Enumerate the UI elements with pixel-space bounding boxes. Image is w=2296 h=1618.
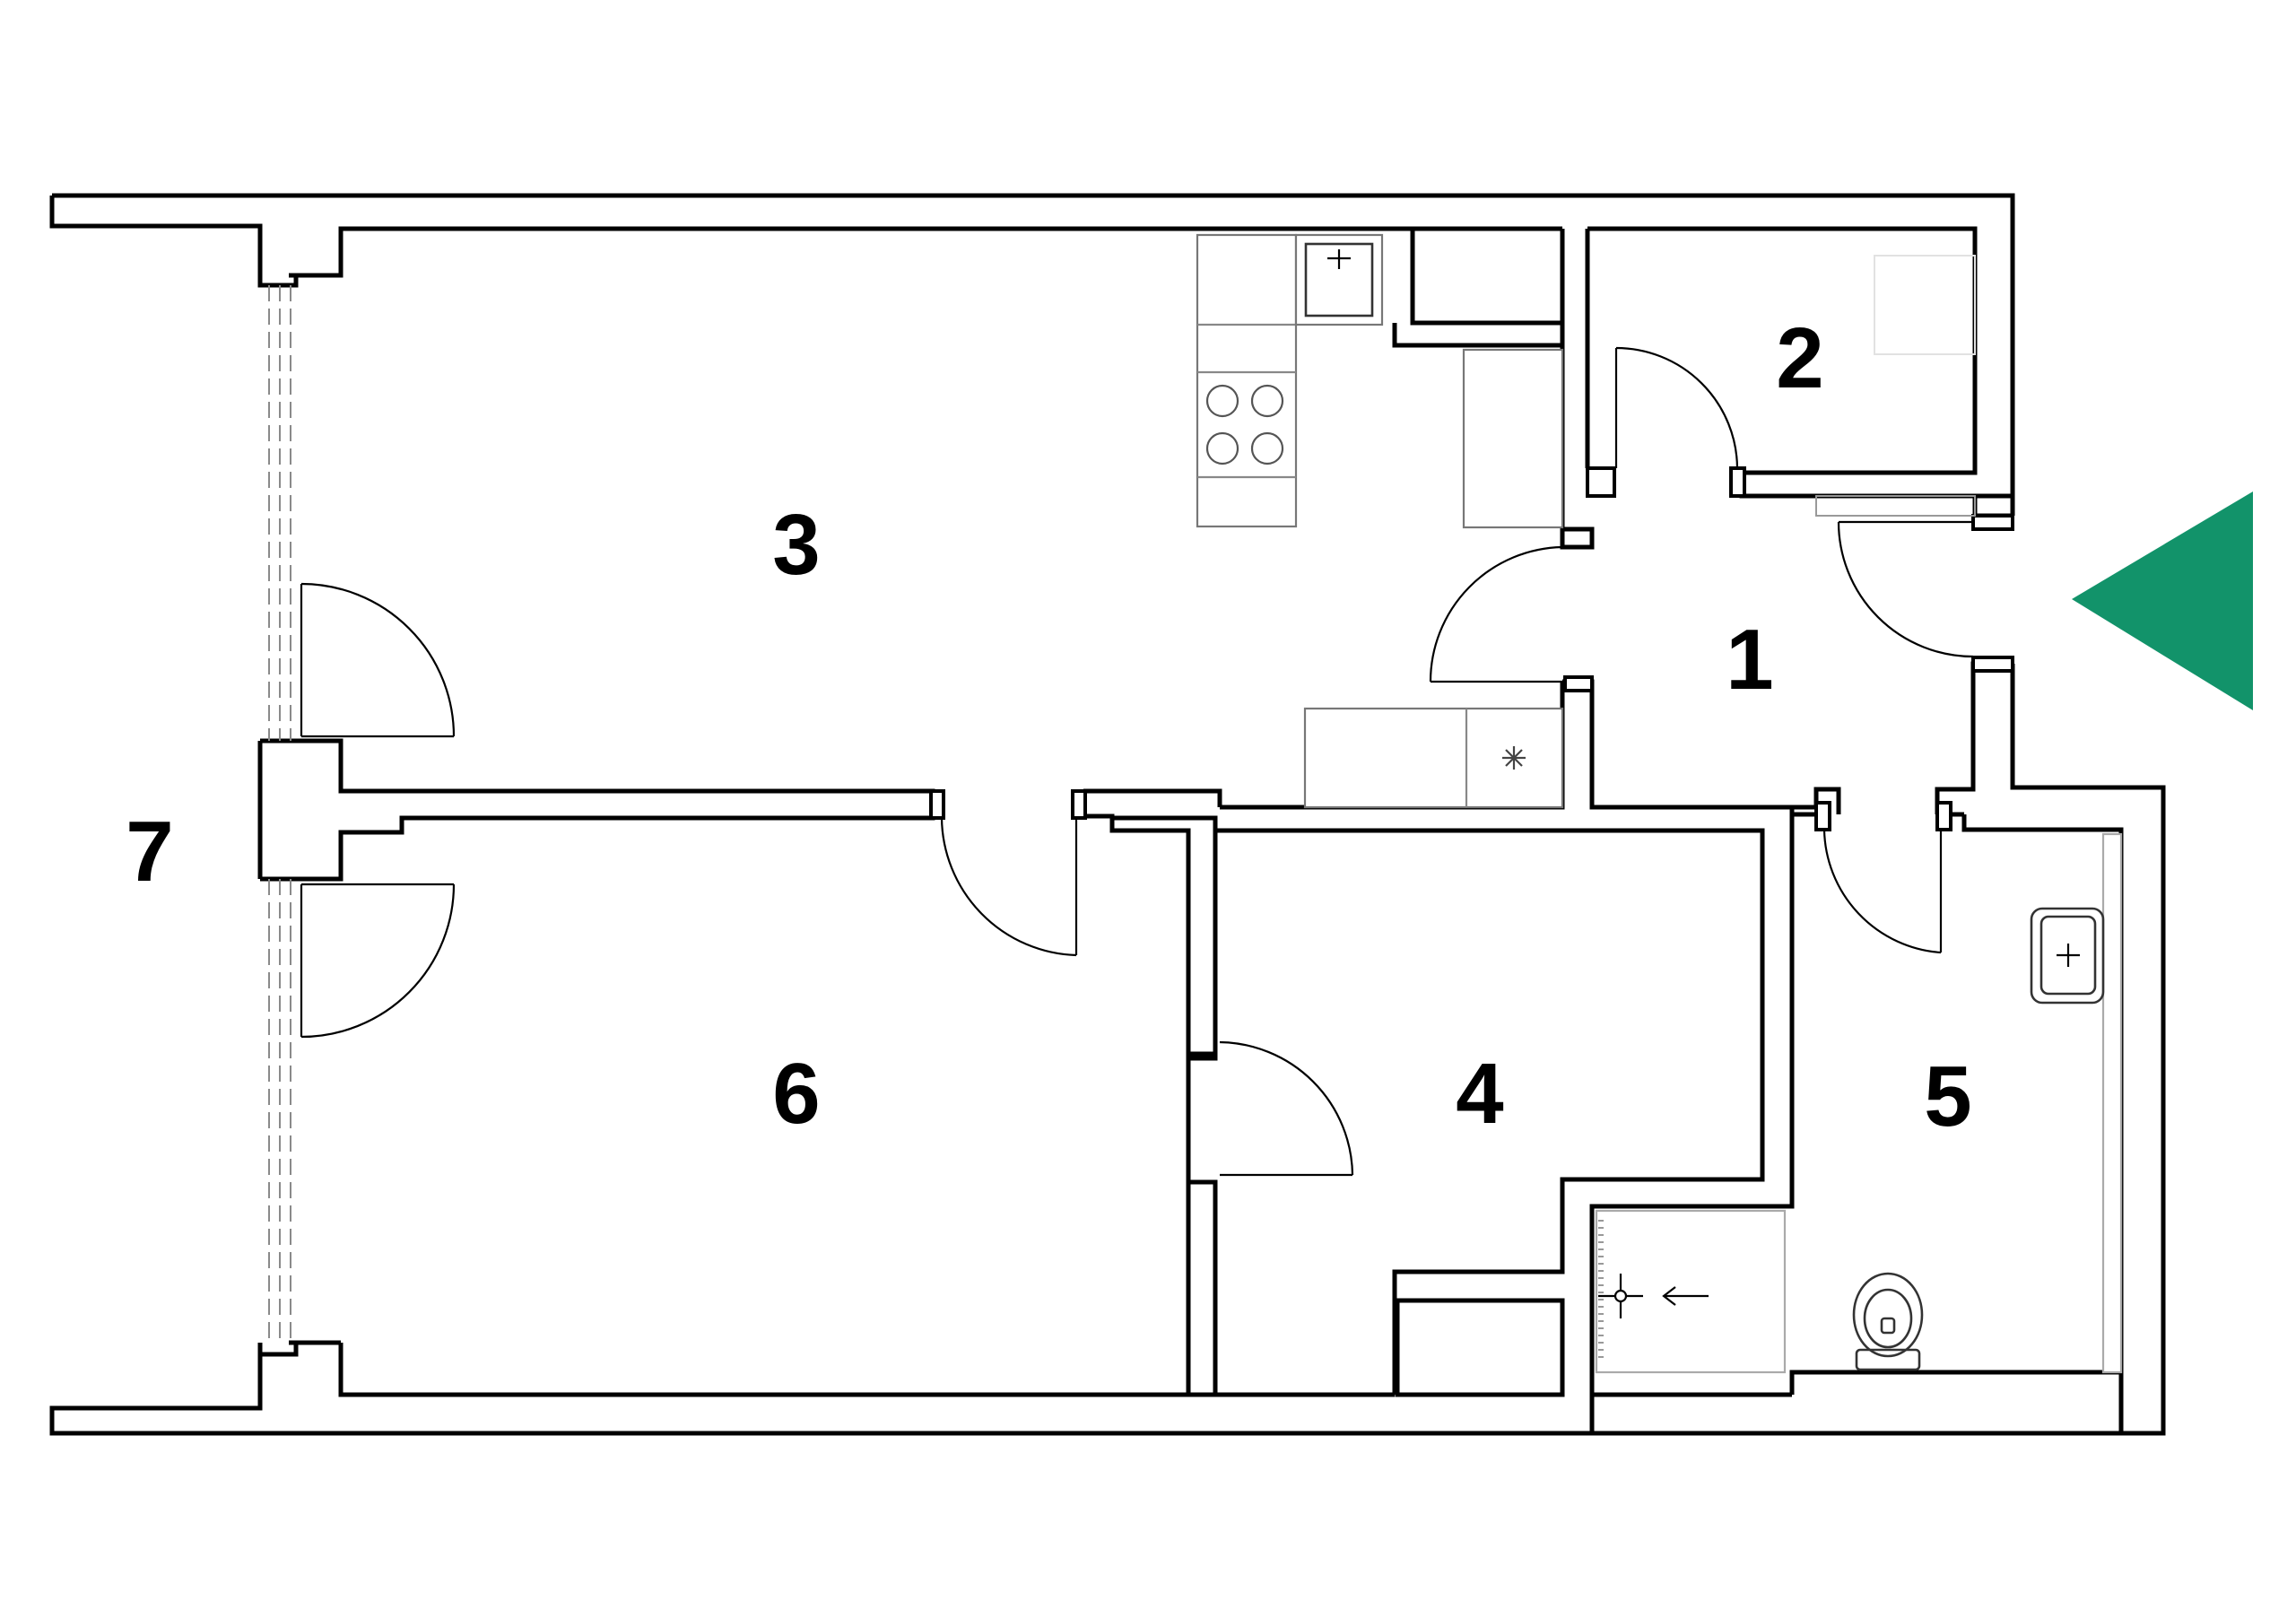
room-number-3: 3 xyxy=(772,497,820,593)
entrance-arrow-icon xyxy=(2072,491,2253,710)
stove-icon xyxy=(1205,384,1284,465)
toilet-icon xyxy=(1852,1272,1924,1371)
room-number-6: 6 xyxy=(772,1046,820,1142)
room-number-4: 4 xyxy=(1456,1046,1503,1142)
room-number-1: 1 xyxy=(1726,612,1773,708)
room-number-2: 2 xyxy=(1776,310,1823,406)
room-number-7: 7 xyxy=(126,804,173,900)
washbasin-icon xyxy=(2030,907,2105,1005)
washing-machine-icon xyxy=(1502,746,1526,770)
doors xyxy=(300,346,2014,1177)
bathroom-fixtures xyxy=(1595,832,2123,1374)
outer-walls xyxy=(49,193,2166,1436)
shower-icon xyxy=(1595,1209,1787,1374)
storage-ledge xyxy=(1815,495,1976,517)
storage-shelf xyxy=(1874,255,1976,355)
kitchen-fixtures xyxy=(1196,233,1564,809)
room-labels: 1 2 3 4 5 6 7 xyxy=(126,310,1971,1144)
room-number-5: 5 xyxy=(1924,1048,1971,1144)
balcony-windows xyxy=(268,285,291,1343)
